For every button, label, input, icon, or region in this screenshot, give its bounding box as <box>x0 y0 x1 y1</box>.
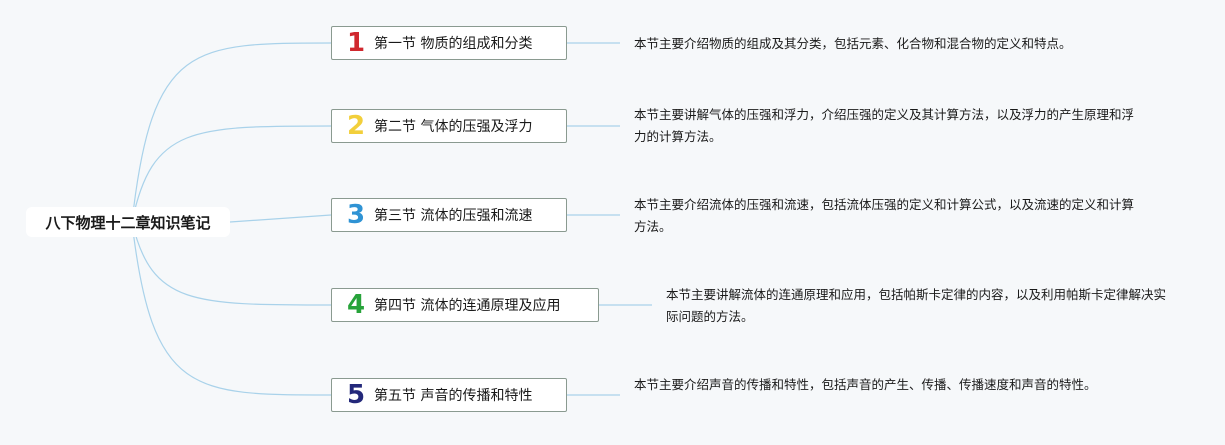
branch-node-section-1[interactable]: 1 第一节 物质的组成和分类 <box>331 26 567 60</box>
branch-node-section-4[interactable]: 4 第四节 流体的连通原理及应用 <box>331 288 599 322</box>
branch-connector <box>131 125 332 223</box>
branch-connector <box>131 221 332 306</box>
section-5-description: 本节主要介绍声音的传播和特性，包括声音的产生、传播、传播速度和声音的特性。 <box>634 377 1097 392</box>
branch-connector <box>131 42 332 223</box>
number-2-icon: 2 <box>346 111 366 141</box>
branch-label: 第二节 气体的压强及浮力 <box>374 119 533 135</box>
number-4-icon: 4 <box>346 290 366 320</box>
number-3-icon: 3 <box>346 200 366 230</box>
branch-connector <box>229 214 332 223</box>
root-label: 八下物理十二章知识笔记 <box>45 213 211 232</box>
branch-label: 第三节 流体的压强和流速 <box>374 208 533 224</box>
branch-connector <box>131 221 332 396</box>
branch-node-section-2[interactable]: 2 第二节 气体的压强及浮力 <box>331 109 567 143</box>
number-5-icon: 5 <box>346 380 366 410</box>
branch-node-section-5[interactable]: 5 第五节 声音的传播和特性 <box>331 378 567 412</box>
number-1-icon: 1 <box>346 28 366 58</box>
section-3-description: 本节主要介绍流体的压强和流速，包括流体压强的定义和计算公式，以及流速的定义和计算… <box>634 197 1135 234</box>
section-1-description: 本节主要介绍物质的组成及其分类，包括元素、化合物和混合物的定义和特点。 <box>634 36 1072 51</box>
branch-label: 第五节 声音的传播和特性 <box>374 388 533 404</box>
branch-label: 第四节 流体的连通原理及应用 <box>374 298 561 314</box>
section-4-description: 本节主要讲解流体的连通原理和应用，包括帕斯卡定律的内容，以及利用帕斯卡定律解决实… <box>666 287 1167 324</box>
branch-node-section-3[interactable]: 3 第三节 流体的压强和流速 <box>331 198 567 232</box>
branch-label: 第一节 物质的组成和分类 <box>374 36 533 52</box>
root-node[interactable]: 八下物理十二章知识笔记 <box>26 207 230 237</box>
section-2-description: 本节主要讲解气体的压强和浮力，介绍压强的定义及其计算方法，以及浮力的产生原理和浮… <box>634 107 1135 144</box>
